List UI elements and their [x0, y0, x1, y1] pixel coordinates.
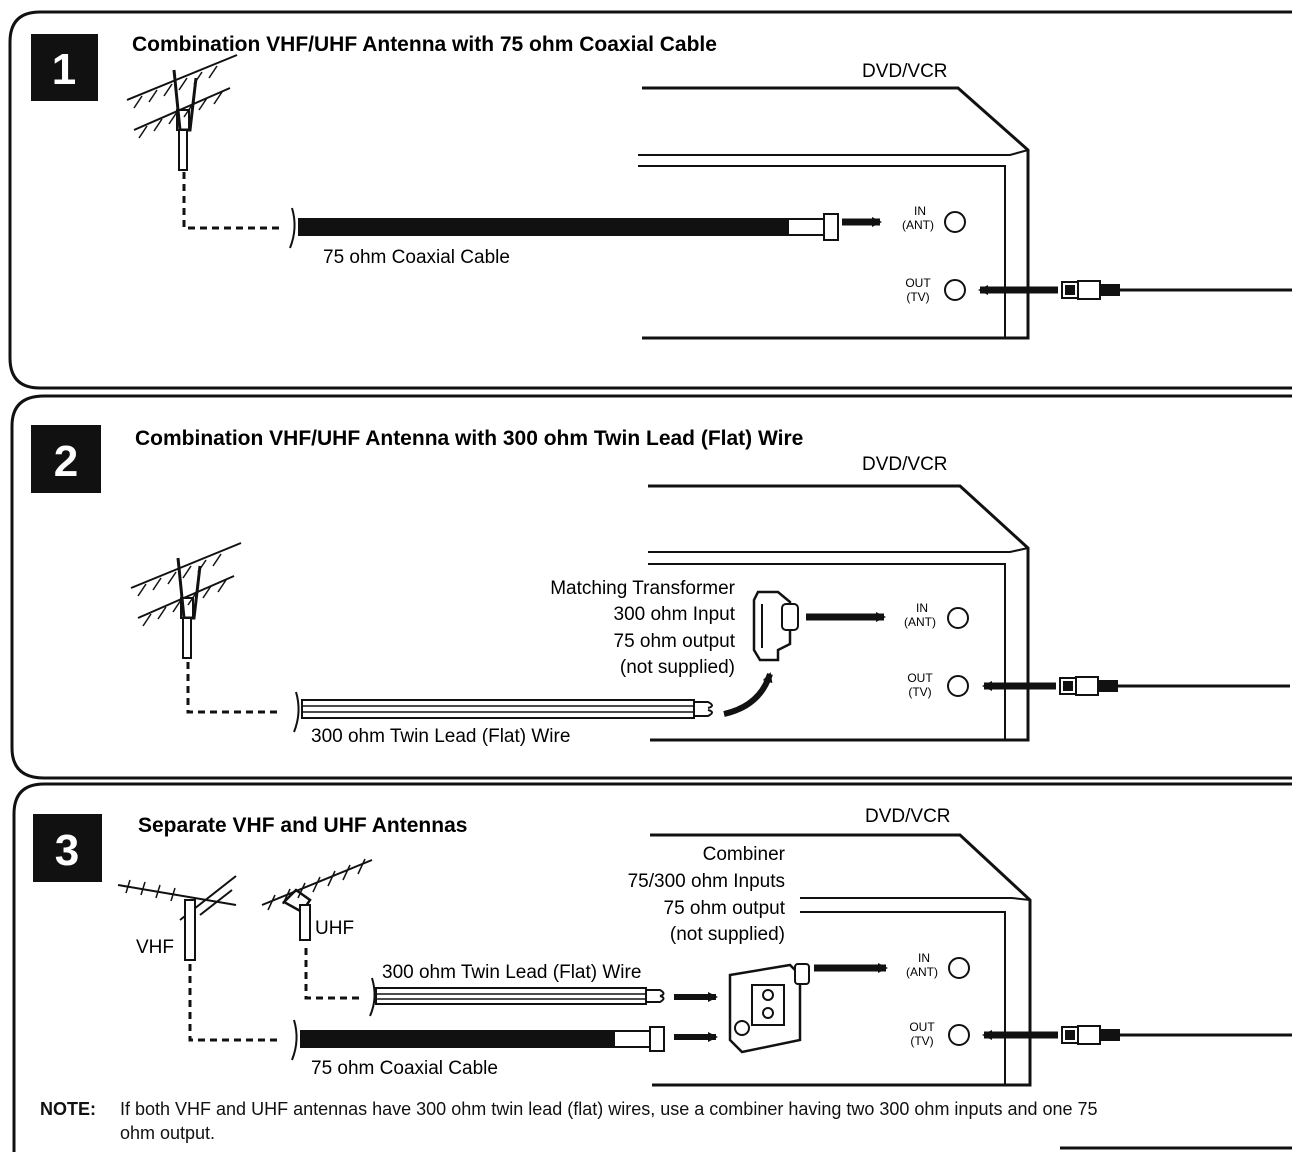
port-in-label: IN [914, 204, 926, 218]
vhf-label: VHF [136, 937, 174, 958]
section-title: Separate VHF and UHF Antennas [138, 814, 467, 837]
tv-cable-plug [1060, 279, 1294, 301]
ant-in-jack [947, 607, 969, 629]
port-in-sublabel: (ANT) [902, 218, 934, 232]
cable-label: 300 ohm Twin Lead (Flat) Wire [311, 726, 570, 747]
section-title: Combination VHF/UHF Antenna with 75 ohm … [132, 33, 717, 56]
uhf-antenna-lead [304, 948, 362, 1000]
section-3: 3 Separate VHF and UHF Antennas DVD/VCR … [12, 782, 1294, 1152]
cable-break [291, 1019, 298, 1061]
combiner-icon [728, 963, 810, 1054]
matching-transformer-icon [752, 590, 799, 662]
coaxial-cable [300, 1030, 614, 1048]
note-heading: NOTE: [40, 1099, 96, 1119]
uhf-antenna-icon [261, 858, 373, 941]
vhf-antenna-icon [117, 875, 237, 961]
section-number-badge [31, 425, 101, 493]
coax-connector [787, 218, 825, 236]
cable-label: 75 ohm Coaxial Cable [323, 247, 510, 268]
port-out-sublabel: (TV) [910, 1034, 933, 1048]
dvd-vcr-unit [638, 86, 1030, 340]
port-in-label: IN [916, 601, 928, 615]
device-label: DVD/VCR [862, 454, 948, 475]
twin-lead-wire [301, 699, 713, 719]
section-title: Combination VHF/UHF Antenna with 300 ohm… [135, 427, 803, 450]
twin-lead-wire [375, 987, 665, 1005]
section-number-badge [33, 814, 102, 882]
cable-break [369, 977, 376, 1017]
twin-lead-label: 300 ohm Twin Lead (Flat) Wire [382, 962, 641, 983]
port-out-label: OUT [907, 671, 933, 685]
section-frame [8, 10, 1292, 390]
antenna-icon [129, 541, 243, 660]
transformer-output: 75 ohm output [614, 631, 736, 652]
coax-connector-nut [823, 213, 839, 241]
uhf-label: UHF [315, 918, 354, 939]
note-text: If both VHF and UHF antennas have 300 oh… [120, 1099, 1098, 1143]
ant-in-jack [948, 957, 970, 979]
tv-cable-plug [1060, 1024, 1294, 1046]
tv-out-jack [947, 675, 969, 697]
port-out-sublabel: (TV) [908, 685, 931, 699]
combiner-note: (not supplied) [670, 924, 785, 945]
port-in-sublabel: (ANT) [906, 965, 938, 979]
tv-out-jack [944, 279, 966, 301]
transformer-input: 300 ohm Input [614, 604, 736, 625]
antenna-lead [182, 172, 280, 230]
cable-break [293, 691, 300, 733]
tv-cable-plug [1058, 675, 1292, 697]
section-number: 2 [54, 437, 78, 486]
section-frame [10, 394, 1292, 780]
combiner-inputs: 75/300 ohm Inputs [628, 871, 785, 892]
arrow-to-transformer [723, 672, 773, 717]
transformer-label: Matching Transformer [550, 578, 735, 599]
coax-connector [613, 1030, 651, 1048]
note: NOTE: If both VHF and UHF antennas have 3… [40, 1097, 1170, 1145]
vhf-antenna-lead [188, 964, 282, 1042]
port-in-sublabel: (ANT) [904, 615, 936, 629]
section-1: 1 Combination VHF/UHF Antenna with 75 oh… [8, 10, 1294, 390]
antenna-lead [186, 662, 282, 714]
device-label: DVD/VCR [862, 61, 948, 82]
transformer-note: (not supplied) [620, 657, 735, 678]
dvd-vcr-unit [648, 484, 1030, 742]
dvd-vcr-unit [650, 833, 1032, 1087]
port-out-label: OUT [905, 276, 931, 290]
combiner-output: 75 ohm output [664, 898, 786, 919]
port-out-sublabel: (TV) [906, 290, 929, 304]
tv-out-jack [948, 1024, 970, 1046]
port-out-label: OUT [909, 1020, 935, 1034]
section-number-badge [31, 34, 98, 101]
section-number: 1 [52, 45, 76, 94]
device-label: DVD/VCR [865, 806, 951, 827]
coax-connector-nut [649, 1026, 665, 1052]
ant-in-jack [944, 211, 966, 233]
coax-label: 75 ohm Coaxial Cable [311, 1058, 498, 1079]
section-2: 2 Combination VHF/UHF Antenna with 300 o… [10, 394, 1292, 780]
coaxial-cable [298, 218, 788, 236]
cable-break [289, 207, 296, 249]
combiner-label: Combiner [703, 844, 786, 865]
section-frame [12, 782, 1292, 1152]
port-in-label: IN [918, 951, 930, 965]
section-number: 3 [55, 826, 79, 875]
antenna-icon [125, 53, 239, 172]
